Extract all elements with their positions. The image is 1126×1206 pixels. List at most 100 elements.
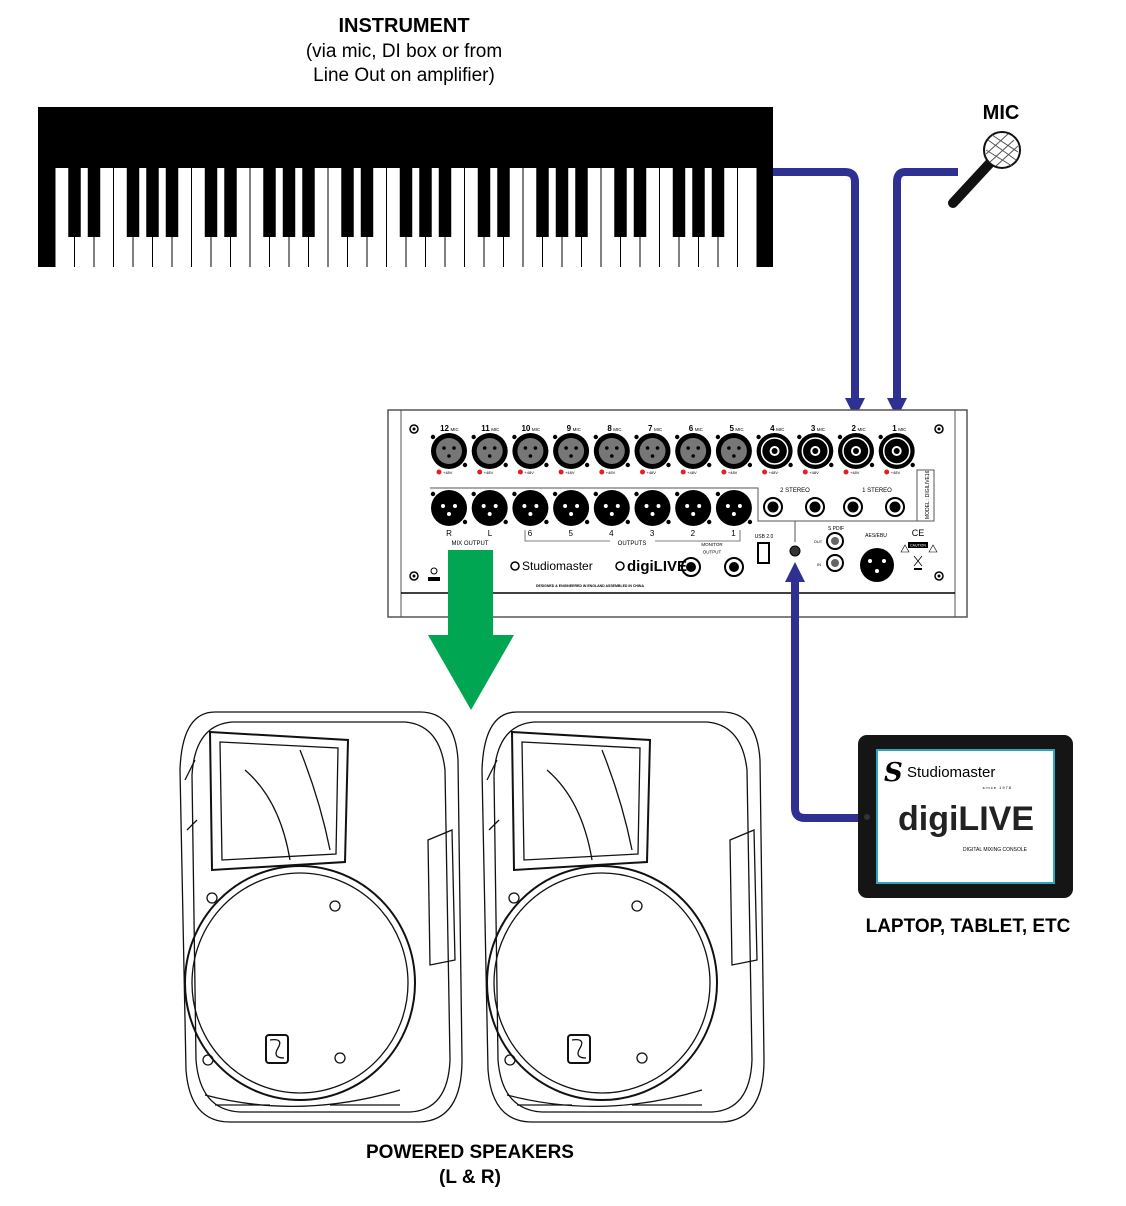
black-key [68, 168, 81, 237]
mic-suffix: MIC [858, 427, 867, 432]
black-key [711, 168, 725, 237]
instrument-subtitle-1: (via mic, DI box or from [306, 41, 502, 62]
stereo-input-jack[interactable] [843, 497, 863, 517]
stereo-input-jack[interactable] [805, 497, 825, 517]
cable-mic [893, 168, 958, 400]
phantom-label: +48V [606, 470, 616, 475]
tablet-tagline: DIGITAL MIXING CONSOLE [963, 847, 1028, 853]
mic-input-4[interactable] [756, 433, 793, 469]
phantom-led [721, 469, 727, 475]
spdif-out-label: OUT [814, 539, 823, 544]
mixer-brand: Studiomaster [522, 559, 593, 573]
phantom-label: +48V [728, 470, 738, 475]
mic-input-3[interactable] [797, 433, 834, 469]
black-key [302, 168, 315, 237]
mic-input-12[interactable] [430, 433, 468, 469]
mix-output-connector[interactable] [471, 490, 508, 526]
phantom-led [802, 469, 808, 475]
cable-tablet [791, 580, 862, 822]
cable-instrument [773, 168, 859, 400]
phantom-led [558, 469, 564, 475]
tablet: S Studiomaster since 1978 digiLIVE DIGIT… [858, 735, 1073, 898]
output-connector[interactable] [552, 490, 590, 526]
mic-label: MIC [983, 102, 1020, 124]
mic-input-label: 3 [811, 424, 816, 433]
output-number: 6 [528, 529, 533, 538]
black-key [555, 168, 569, 237]
tablet-screen [878, 751, 1053, 882]
speaker-left [179, 711, 463, 1123]
mic-input-label: 12 [440, 424, 449, 433]
arrow-down-instrument-icon [845, 398, 865, 418]
mic-suffix: MIC [451, 427, 460, 432]
black-key [146, 168, 159, 237]
mic-input-11[interactable] [471, 433, 508, 469]
output-number: 2 [691, 529, 696, 538]
speakers-label-1: POWERED SPEAKERS [366, 1142, 574, 1163]
stereo-input-jack[interactable] [763, 497, 783, 517]
phantom-label: +48V [809, 470, 819, 475]
speaker-right [481, 711, 765, 1123]
phantom-led [436, 469, 442, 475]
speaker-logo-badge [567, 1034, 591, 1064]
mic-input-5[interactable] [715, 433, 753, 469]
model-text: MODEL : DIGILIVE16 [925, 470, 931, 519]
phantom-label: +48V [484, 470, 494, 475]
mic-suffix: MIC [898, 427, 907, 432]
phantom-label: +48V [524, 470, 534, 475]
instrument-title: INSTRUMENT [338, 15, 469, 37]
model-plate [916, 469, 935, 522]
output-connector[interactable] [512, 490, 549, 526]
phantom-led [640, 469, 645, 475]
usb-label: USB 2.0 [755, 534, 774, 540]
mic-suffix: MIC [735, 427, 744, 432]
network-port[interactable] [789, 545, 801, 557]
mixer-origin: DESIGNED & ENGINEERED IN ENGLAND ASSEMBL… [536, 584, 644, 588]
mix-output-connector[interactable] [430, 490, 468, 526]
instrument-subtitle-2: Line Out on amplifier) [313, 65, 495, 86]
output-number: 1 [731, 529, 736, 538]
black-key [165, 168, 179, 237]
mix-output-l: L [488, 529, 493, 538]
stereo-2-label: 2 STEREO [780, 488, 810, 494]
microphone-icon [948, 131, 1021, 208]
mix-output-r: R [446, 529, 452, 538]
black-key [614, 168, 627, 237]
tablet-logo-s: S [884, 758, 903, 788]
output-connector[interactable] [675, 490, 712, 526]
mic-input-2[interactable] [837, 433, 875, 469]
black-key [536, 168, 549, 237]
phantom-led [762, 469, 768, 475]
mic-input-8[interactable] [593, 433, 630, 469]
stereo-input-jack[interactable] [885, 497, 905, 517]
mic-input-7[interactable] [634, 433, 671, 469]
output-connector[interactable] [593, 490, 630, 526]
aes-ebu-connector[interactable] [860, 548, 894, 582]
warning-icon [900, 544, 910, 553]
output-number: 5 [568, 529, 573, 538]
mic-input-9[interactable] [552, 433, 590, 469]
phantom-led [843, 469, 849, 475]
black-key [419, 168, 432, 237]
monitor-output-label-2: OUTPUT [703, 550, 722, 555]
mic-input-1[interactable] [878, 433, 915, 469]
mic-input-label: 8 [607, 424, 612, 433]
black-key [360, 168, 374, 237]
output-connector[interactable] [715, 490, 753, 526]
black-key [282, 168, 296, 237]
mic-input-10[interactable] [512, 433, 549, 469]
output-connector[interactable] [634, 490, 671, 526]
mic-input-6[interactable] [675, 433, 712, 469]
spdif-label: S PDIF [828, 526, 844, 532]
stereo-1-label: 1 STEREO [862, 488, 892, 494]
usb-port[interactable] [757, 542, 770, 564]
output-arrow-icon [428, 550, 514, 710]
phantom-led [477, 469, 483, 475]
tablet-product: digiLIVE [898, 800, 1034, 838]
outputs-label: OUTPUTS [618, 541, 647, 547]
mic-input-label: 6 [689, 424, 694, 433]
tablet-since: since 1978 [983, 785, 1012, 790]
black-key [399, 168, 413, 237]
